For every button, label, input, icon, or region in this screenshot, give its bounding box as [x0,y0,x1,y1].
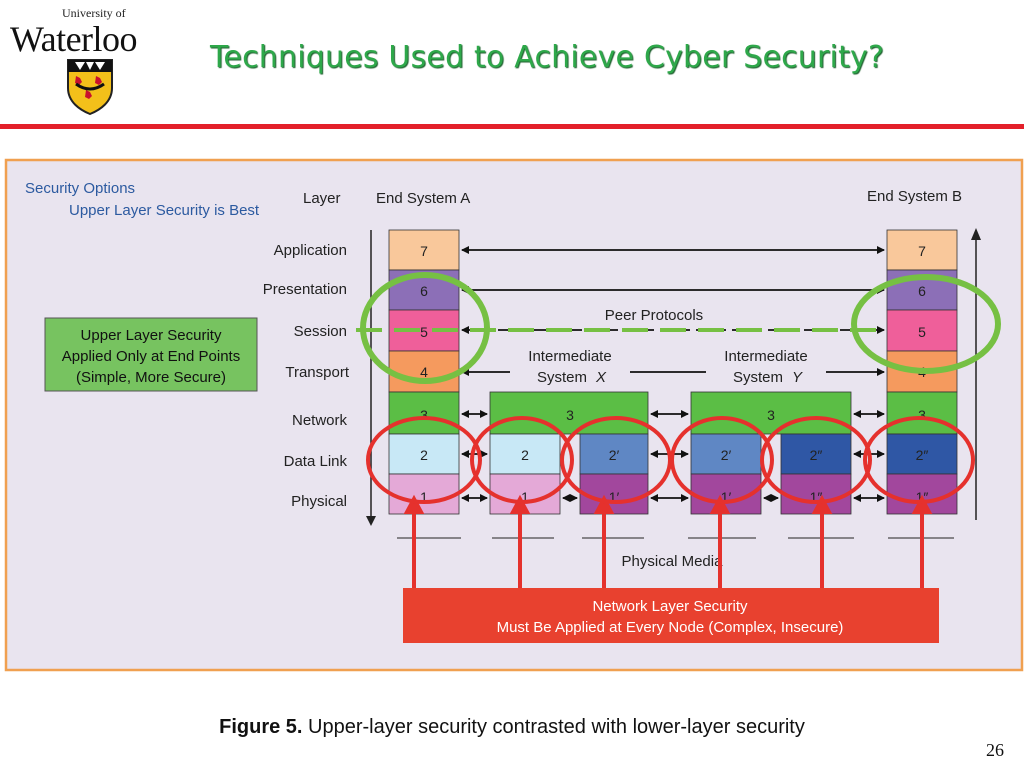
y-cell-2pp: 2″ [810,447,823,463]
intermediate-y-line1: Intermediate [724,348,807,365]
network-layer-security-box [403,588,939,643]
security-options-subtitle: Upper Layer Security is Best [69,202,260,219]
y-cell-2p: 2′ [721,447,732,463]
layer-label-network: Network [292,412,348,429]
a-cell-3: 3 [420,407,428,423]
b-cell-6: 6 [918,283,926,299]
b-cell-5: 5 [918,324,926,340]
logo-waterloo: Waterloo [10,19,138,59]
osi-security-figure: Security Options Upper Layer Security is… [4,158,1024,677]
x-cell-2: 2 [521,447,529,463]
figure-caption: Figure 5. Upper-layer security contraste… [0,716,1024,739]
upper-layer-security-box [44,317,258,392]
down-arrow-head [366,516,376,526]
a-cell-7: 7 [420,243,428,259]
b-cell-7: 7 [918,243,926,259]
upper-layer-line1: Upper Layer Security [81,327,222,344]
layer-label-session: Session [294,323,347,340]
end-system-a-label: End System A [376,190,470,207]
y-cell-1p: 1′ [721,489,732,505]
b-cell-2pp: 2″ [916,447,929,463]
upper-layer-line2: Applied Only at End Points [62,348,240,365]
a-cell-1: 1 [420,489,428,505]
up-arrow-head [971,228,981,240]
upper-layer-line3: (Simple, More Secure) [76,369,226,386]
x-cell-1p: 1′ [609,489,620,505]
layer-label-application: Application [274,242,347,259]
security-options-title: Security Options [25,180,135,197]
slide-title: Techniques Used to Achieve Cyber Securit… [210,40,885,75]
network-layer-line1: Network Layer Security [592,598,748,615]
x-cell-2p: 2′ [609,447,620,463]
layer-label-data-link: Data Link [284,453,348,470]
logo-university-of: University of [62,6,126,20]
intermediate-x-stack [489,391,649,515]
university-logo: University of Waterloo [10,4,175,116]
intermediate-x-line2: System [537,369,587,386]
a-cell-5: 5 [420,324,428,340]
diagram-svg: Security Options Upper Layer Security is… [4,158,1024,672]
end-system-b-stack [886,229,958,515]
x-cell-1: 1 [521,489,529,505]
layer-label-transport: Transport [285,364,349,381]
a-cell-6: 6 [420,283,428,299]
end-system-b-label: End System B [867,188,962,205]
a-cell-4: 4 [420,364,428,380]
page-number: 26 [986,740,1004,760]
green-circle-b [851,274,1001,374]
peer-protocols-label: Peer Protocols [605,307,703,324]
physical-media-label: Physical Media [622,553,724,570]
figure-label: Figure 5. [219,716,303,738]
a-cell-2: 2 [420,447,428,463]
intermediate-y-var: Y [792,369,803,386]
intermediate-y-label-bg [706,344,826,388]
title-divider [0,124,1024,129]
intermediate-y-line2: System [733,369,783,386]
x-cell-3: 3 [566,407,574,423]
intermediate-x-var: X [595,369,607,386]
layer-label-presentation: Presentation [263,281,347,298]
shield-icon [67,59,113,116]
red-arrows [403,494,933,590]
layer-header: Layer [303,190,341,207]
peer-protocols-bg [590,302,720,326]
green-circle-a [360,272,490,384]
b-cell-3: 3 [918,407,926,423]
y-cell-3: 3 [767,407,775,423]
network-layer-line2: Must Be Applied at Every Node (Complex, … [497,619,844,636]
layer-label-physical: Physical [291,493,347,510]
intermediate-x-label-bg [510,344,630,388]
intermediate-x-line1: Intermediate [528,348,611,365]
figure-caption-text: Upper-layer security contrasted with low… [308,716,805,738]
